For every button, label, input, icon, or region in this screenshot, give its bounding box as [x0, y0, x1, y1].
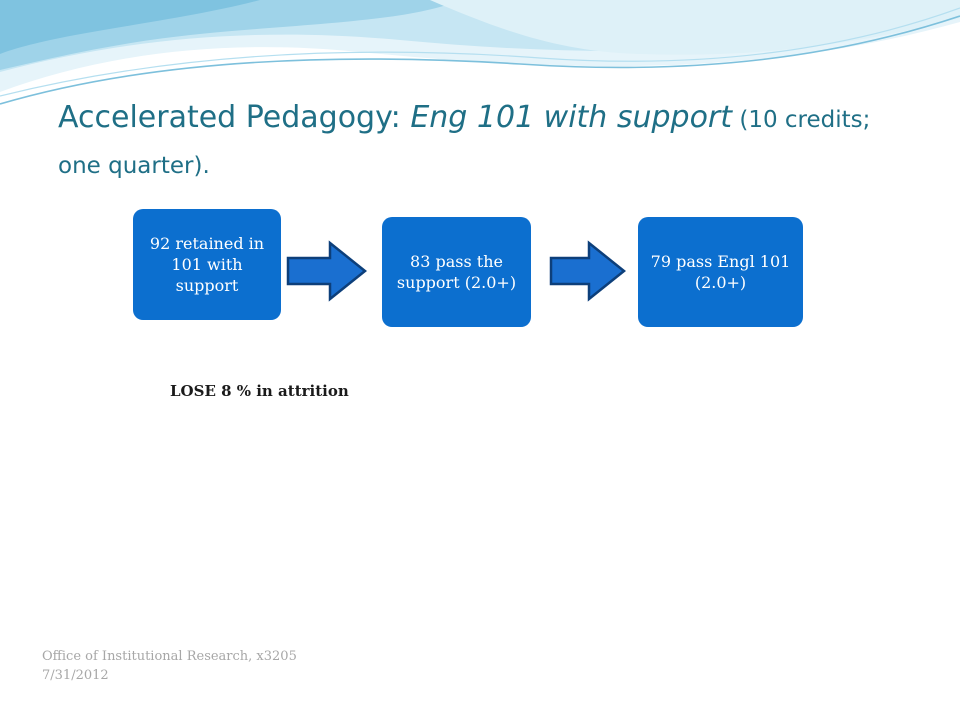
footer-office: Office of Institutional Research, x3205	[42, 649, 297, 664]
title-part-5: .	[202, 153, 210, 179]
right-block-arrow-icon	[549, 240, 627, 302]
right-block-arrow-icon	[286, 240, 368, 302]
footer-date: 7/31/2012	[42, 668, 109, 683]
wave-header-decoration	[0, 0, 960, 105]
title-part-4: one quarter)	[58, 153, 203, 179]
title-part-1: Accelerated Pedagogy:	[58, 100, 411, 135]
slide-footer: Office of Institutional Research, x3205 …	[42, 647, 297, 685]
title-part-2: Eng 101 with support	[410, 100, 733, 135]
title-part-3: (10 credits;	[732, 107, 871, 133]
slide-title: Accelerated Pedagogy: Eng 101 with suppo…	[58, 96, 918, 188]
attrition-note: LOSE 8 % in attrition	[170, 382, 349, 400]
flow-box-pass-support: 83 pass the support (2.0+)	[382, 217, 531, 327]
flow-box-retained: 92 retained in 101 with support	[133, 209, 281, 320]
flow-box-pass-engl101: 79 pass Engl 101 (2.0+)	[638, 217, 803, 327]
